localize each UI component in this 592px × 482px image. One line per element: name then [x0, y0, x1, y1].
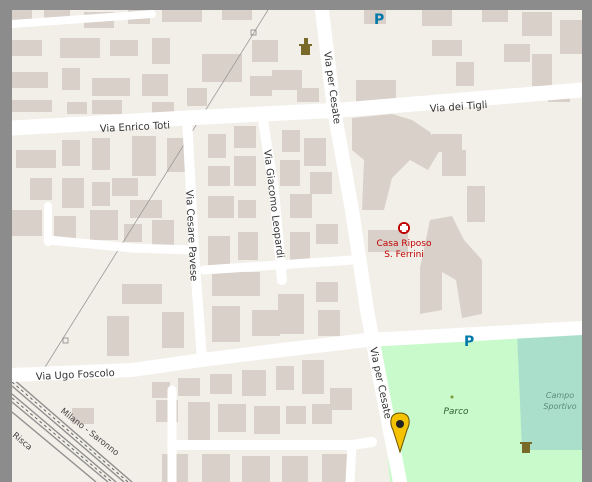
- hospital-icon[interactable]: [398, 222, 410, 234]
- hospital-label: Casa Riposo: [376, 239, 432, 249]
- parking-icon[interactable]: P: [464, 334, 474, 350]
- waste-basket-icon[interactable]: [520, 442, 532, 453]
- railway-line: [12, 377, 133, 482]
- parking-icon[interactable]: P: [374, 12, 384, 28]
- map-view[interactable]: Via Enrico Toti Via dei Tigli Via per Ce…: [12, 10, 582, 482]
- hospital-sublabel: S. Ferrini: [384, 250, 424, 260]
- park-label: Parco: [443, 407, 469, 417]
- power-line: [41, 10, 269, 373]
- street-label: Via Enrico Toti: [100, 120, 171, 135]
- sports-label: Sportivo: [543, 402, 576, 411]
- sports-label: Campo: [546, 391, 574, 400]
- sports-field: [517, 328, 582, 450]
- street-label: Via Cesare Pavese: [183, 190, 199, 282]
- street-label: Via dei Tigli: [429, 100, 487, 115]
- map-canvas[interactable]: Via Enrico Toti Via dei Tigli Via per Ce…: [12, 10, 582, 482]
- buildings: [12, 10, 582, 482]
- map-pin-icon[interactable]: [390, 412, 410, 454]
- street-label: Via Ugo Foscolo: [36, 368, 115, 383]
- roads: [12, 10, 582, 482]
- waste-basket-icon[interactable]: [299, 38, 312, 55]
